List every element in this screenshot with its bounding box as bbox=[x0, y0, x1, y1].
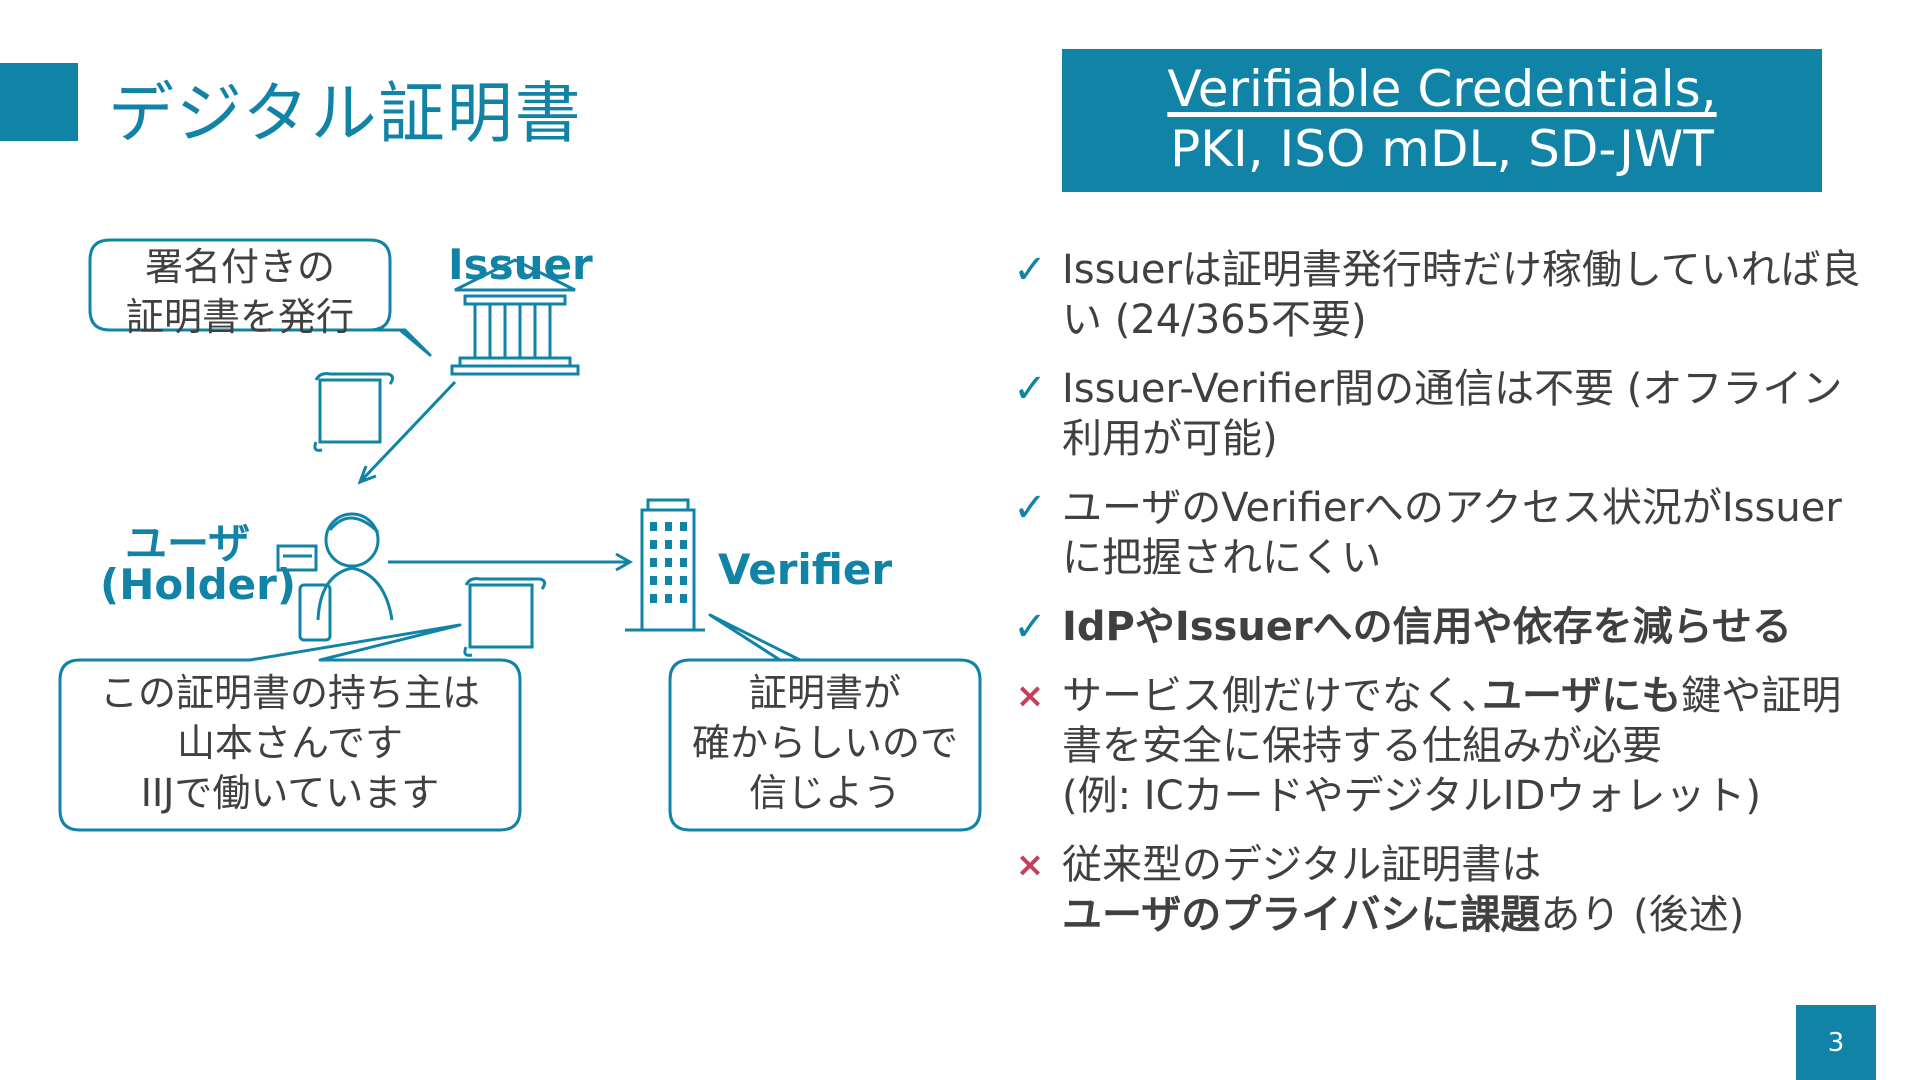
certificate-icon bbox=[313, 372, 395, 452]
cross-icon: × bbox=[1015, 676, 1045, 716]
bullet-text: 鍵や証明書を安全に保持する仕組みが必要 bbox=[1062, 673, 1842, 769]
verifier-bubble-line-2: 確からしいので bbox=[691, 721, 958, 765]
bullet-note: (例: ICカードやデジタルIDウォレット) bbox=[1062, 773, 1761, 819]
issuer-bubble-line-2: 証明書を発行 bbox=[125, 295, 354, 339]
bullet-text-bold: IdPやIssuerへの信用や依存を減らせる bbox=[1062, 604, 1792, 650]
bullet-text: Issuerは証明書発行時だけ稼働していれば良い (24/365不要) bbox=[1062, 247, 1861, 343]
diagram-graphics bbox=[58, 238, 982, 832]
issuer-bubble-text: 署名付きの 証明書を発行 bbox=[92, 242, 388, 342]
holder-bubble-line-3: IIJで働いています bbox=[140, 771, 440, 815]
bullet-text: 従来型のデジタル証明書は bbox=[1062, 842, 1542, 888]
issuer-label: Issuer bbox=[448, 240, 593, 289]
building-icon bbox=[625, 498, 705, 632]
building-windows bbox=[650, 522, 687, 603]
bullet-text: ユーザのVerifierへのアクセス状況がIssuerに把握されにくい bbox=[1062, 485, 1842, 581]
holder-label: (Holder) bbox=[100, 560, 297, 609]
list-item: ✓ Issuerは証明書発行時だけ稼働していれば良い (24/365不要) bbox=[1010, 245, 1870, 345]
issue-arrow bbox=[358, 380, 457, 484]
verifier-label: Verifier bbox=[718, 545, 893, 594]
issuer-bubble-line-1: 署名付きの bbox=[144, 245, 335, 289]
trust-diagram: Issuer ユーザ (Holder) Verifier 署名付きの 証明書を発… bbox=[0, 200, 1010, 860]
bullet-text-bold: ユーザにも bbox=[1482, 673, 1682, 719]
user-label: ユーザ bbox=[125, 519, 251, 568]
bullet-text-bold: ユーザのプライバシに課題 bbox=[1062, 892, 1541, 938]
holder-bubble-text: この証明書の持ち主は 山本さんです IIJで働いています bbox=[62, 668, 518, 818]
list-item: ✓ ユーザのVerifierへのアクセス状況がIssuerに把握されにくい bbox=[1010, 483, 1870, 583]
issuer-bubble bbox=[88, 238, 432, 357]
check-icon: ✓ bbox=[1013, 604, 1047, 650]
slide-title: デジタル証明書 bbox=[108, 75, 583, 152]
page-number: 3 bbox=[1796, 1005, 1876, 1080]
verifier-bubble-line-1: 証明書が bbox=[748, 671, 901, 715]
verifier-bubble-text: 証明書が 確からしいので 信じよう bbox=[672, 668, 978, 818]
topic-box: Verifiable Credentials, PKI, ISO mDL, SD… bbox=[1062, 49, 1822, 192]
bullet-text: Issuer-Verifier間の通信は不要 (オフライン利用が可能) bbox=[1062, 366, 1843, 462]
smartphone-icon bbox=[298, 583, 332, 642]
holder-bubble-line-1: この証明書の持ち主は bbox=[99, 671, 480, 715]
verifier-bubble bbox=[668, 613, 982, 832]
list-item: ✓ Issuer-Verifier間の通信は不要 (オフライン利用が可能) bbox=[1010, 364, 1870, 464]
bank-icon bbox=[450, 258, 580, 376]
topic-line-2: PKI, ISO mDL, SD-JWT bbox=[1170, 120, 1714, 178]
list-item: × サービス側だけでなく､ユーザにも鍵や証明書を安全に保持する仕組みが必要 (例… bbox=[1010, 671, 1870, 821]
person-icon bbox=[316, 512, 394, 621]
check-icon: ✓ bbox=[1013, 485, 1047, 531]
bullet-list: ✓ Issuerは証明書発行時だけ稼働していれば良い (24/365不要) ✓ … bbox=[1010, 245, 1870, 959]
bullet-text: サービス側だけでなく､ bbox=[1062, 673, 1482, 719]
list-item: × 従来型のデジタル証明書は ユーザのプライバシに課題あり (後述) bbox=[1010, 840, 1870, 940]
title-accent-square bbox=[0, 63, 78, 141]
bullet-text: あり (後述) bbox=[1540, 892, 1745, 938]
holder-bubble-line-2: 山本さんです bbox=[176, 721, 404, 765]
certificate-icon bbox=[463, 577, 547, 657]
topic-line-1: Verifiable Credentials, bbox=[1167, 60, 1717, 118]
check-icon: ✓ bbox=[1013, 247, 1047, 293]
list-item: ✓ IdPやIssuerへの信用や依存を減らせる bbox=[1010, 602, 1870, 652]
id-card-icon bbox=[276, 544, 318, 572]
cross-icon: × bbox=[1015, 845, 1045, 885]
check-icon: ✓ bbox=[1013, 366, 1047, 412]
holder-bubble bbox=[58, 623, 522, 832]
verifier-bubble-line-3: 信じよう bbox=[748, 771, 901, 815]
